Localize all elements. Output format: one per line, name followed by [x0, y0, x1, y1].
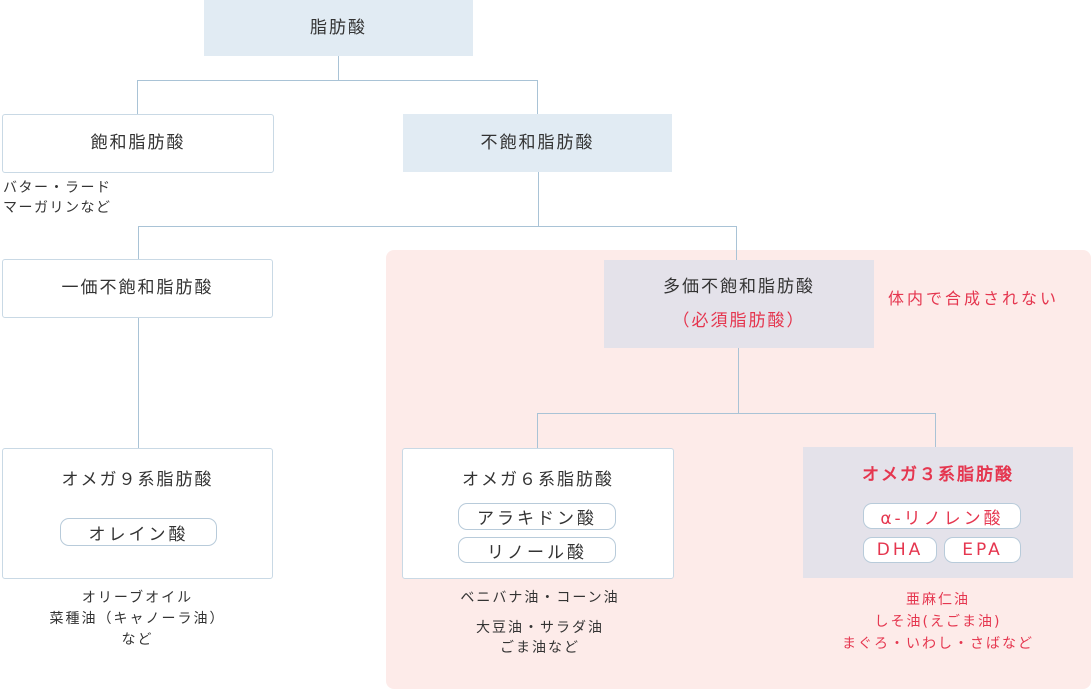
saturated-example-line: マーガリンなど — [3, 200, 112, 216]
omega9-node: オメガ９系脂肪酸 — [2, 448, 273, 579]
monounsaturated-fatty-acid-node: 一価不飽和脂肪酸 — [2, 259, 273, 318]
omega9-label: オメガ９系脂肪酸 — [61, 470, 214, 490]
monounsaturated-fatty-acid-label: 一価不飽和脂肪酸 — [61, 278, 214, 299]
saturated-example-line: バター・ラード — [3, 180, 112, 196]
omega3-source-line: 亜麻仁油 — [906, 592, 970, 608]
unsaturated-fatty-acid-node: 不飽和脂肪酸 — [403, 114, 672, 172]
omega6-label: オメガ６系脂肪酸 — [462, 470, 614, 490]
omega9-source-line: オリーブオイル — [81, 590, 194, 606]
saturated-fatty-acid-node: 飽和脂肪酸 — [2, 114, 274, 173]
omega9-sources: オリーブオイル 菜種油（キャノーラ油） など — [2, 588, 273, 651]
not-synthesized-note: 体内で合成されない — [888, 289, 1060, 308]
omega3-source-line: まぐろ・いわし・さばなど — [842, 636, 1034, 652]
dha-pill: DHA — [863, 537, 937, 563]
omega6-source-line: 大豆油・サラダ油 — [476, 620, 604, 636]
polyunsaturated-fatty-acid-label: 多価不飽和脂肪酸 — [663, 276, 815, 297]
unsaturated-fatty-acid-label: 不飽和脂肪酸 — [480, 132, 595, 153]
polyunsaturated-fatty-acid-node: 多価不飽和脂肪酸 （必須脂肪酸） — [604, 260, 874, 348]
omega6-source-line: ベニバナ油・コーン油 — [460, 590, 620, 606]
omega3-source-line: しそ油(えごま油) — [874, 614, 1002, 630]
fatty-acid-node: 脂肪酸 — [204, 0, 473, 56]
alpha-linolenic-acid-pill: α-リノレン酸 — [863, 503, 1021, 529]
omega6-source-line: ごま油など — [500, 640, 580, 656]
omega9-source-line: 菜種油（キャノーラ油） — [49, 611, 226, 627]
essential-fatty-acid-label: （必須脂肪酸） — [672, 311, 806, 331]
omega3-sources: 亜麻仁油 しそ油(えごま油) まぐろ・いわし・さばなど — [803, 589, 1073, 655]
omega3-label: オメガ３系脂肪酸 — [862, 465, 1014, 485]
saturated-fatty-acid-label: 飽和脂肪酸 — [90, 133, 186, 154]
fatty-acid-label: 脂肪酸 — [310, 17, 367, 38]
epa-pill: EPA — [944, 537, 1021, 563]
linoleic-acid-pill: リノール酸 — [458, 537, 616, 563]
oleic-acid-pill: オレイン酸 — [60, 518, 217, 546]
arachidonic-acid-pill: アラキドン酸 — [458, 503, 616, 530]
omega9-source-line: など — [121, 632, 154, 648]
saturated-examples: バター・ラード マーガリンなど — [3, 178, 112, 218]
omega6-sources: ベニバナ油・コーン油 大豆油・サラダ油 ごま油など — [402, 588, 678, 658]
